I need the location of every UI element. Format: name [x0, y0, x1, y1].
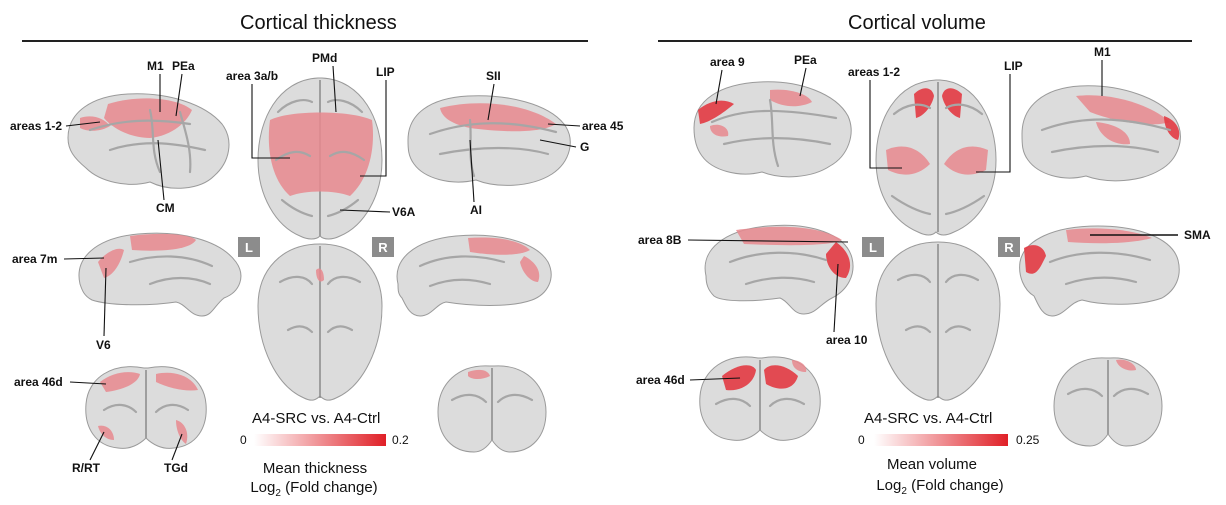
- left-lateral-right-hemisphere: [407, 95, 571, 186]
- highlight-area9: [698, 100, 734, 124]
- left-medial-brain: [78, 232, 242, 317]
- label-area3ab: area 3a/b: [226, 69, 278, 83]
- highlight-area8b: [736, 226, 842, 246]
- label-areas12: areas 1-2: [10, 119, 62, 133]
- left-colorbar-max: 0.2: [392, 433, 409, 447]
- label-right-area46d: area 46d: [636, 373, 685, 387]
- label-v6: V6: [96, 338, 111, 352]
- right-colorbar-min: 0: [858, 433, 865, 447]
- left-frontal-brain: [85, 366, 207, 449]
- highlight-right-m1: [1076, 95, 1170, 125]
- highlight-right-medial-frontal: [1024, 245, 1046, 274]
- right-comparison-label: A4-SRC vs. A4-Ctrl: [864, 410, 992, 427]
- right-legend-line2: Log2 (Fold change): [876, 477, 1003, 497]
- label-right-lip: LIP: [1004, 59, 1023, 73]
- label-right-areas12: areas 1-2: [848, 65, 900, 79]
- label-m1: M1: [147, 59, 164, 73]
- left-title-rule: [22, 40, 588, 42]
- highlight-area10: [826, 242, 851, 278]
- left-panel-title: Cortical thickness: [240, 12, 397, 34]
- right-legend-line1: Mean volume: [887, 456, 977, 473]
- right-medial-right-hemisphere: [1019, 225, 1180, 317]
- left-ventral-brain: [257, 243, 383, 401]
- label-g: G: [580, 140, 589, 154]
- left-side-badge-l-text: L: [245, 240, 253, 255]
- highlight-rrt: [98, 425, 114, 440]
- left-colorbar-min: 0: [240, 433, 247, 447]
- left-comparison-label: A4-SRC vs. A4-Ctrl: [252, 410, 380, 427]
- highlight-m1-pea: [104, 98, 192, 138]
- right-colorbar: [874, 434, 1008, 446]
- highlight-v-pea: [770, 89, 812, 107]
- label-area9: area 9: [710, 55, 745, 69]
- label-rrt: R/RT: [72, 461, 101, 475]
- right-side-badge-l-text: L: [869, 240, 877, 255]
- right-dorsal-brain: [875, 79, 997, 236]
- label-v6a: V6A: [392, 205, 416, 219]
- label-area10: area 10: [826, 333, 868, 347]
- right-panel-title: Cortical volume: [848, 12, 986, 34]
- right-title-rule: [658, 40, 1192, 42]
- highlight-medial-r-top: [468, 237, 530, 255]
- highlight-sma: [1066, 228, 1152, 244]
- label-area46d: area 46d: [14, 375, 63, 389]
- right-medial-brain: [704, 224, 854, 315]
- label-sii: SII: [486, 69, 501, 83]
- label-ai: AI: [470, 203, 482, 217]
- label-pea: PEa: [172, 59, 195, 73]
- right-lateral-right-hemisphere: [1021, 85, 1181, 182]
- right-frontal-brain: [699, 356, 821, 441]
- highlight-dorsal-center: [268, 112, 374, 196]
- right-side-badge-r-text: R: [1004, 240, 1014, 255]
- label-sma: SMA: [1184, 228, 1211, 242]
- right-ventral-brain: [875, 241, 1001, 401]
- label-cm: CM: [156, 201, 175, 215]
- label-area7m: area 7m: [12, 252, 57, 266]
- right-side-badge-l: [862, 237, 884, 257]
- highlight-medial-r-posterior: [520, 256, 540, 282]
- left-side-badge-l: [238, 237, 260, 257]
- right-colorbar-max: 0.25: [1016, 433, 1040, 447]
- right-occipital-brain: [1053, 357, 1163, 447]
- highlight-area46d: [100, 372, 140, 392]
- highlight-tgd: [176, 420, 188, 444]
- label-right-pea: PEa: [794, 53, 817, 67]
- left-legend-line2: Log2 (Fold change): [250, 479, 377, 499]
- label-tgd: TGd: [164, 461, 188, 475]
- left-colorbar: [254, 434, 386, 446]
- label-right-m1: M1: [1094, 45, 1111, 59]
- right-lateral-brain: [693, 81, 852, 178]
- label-area45: area 45: [582, 119, 624, 133]
- label-lip: LIP: [376, 65, 395, 79]
- highlight-medial-top: [130, 233, 196, 251]
- left-dorsal-brain: [257, 77, 383, 240]
- right-side-badge-r: [998, 237, 1020, 257]
- label-area8b: area 8B: [638, 233, 682, 247]
- left-side-badge-r-text: R: [378, 240, 388, 255]
- left-legend-line1: Mean thickness: [263, 460, 367, 477]
- left-lateral-brain: [67, 93, 230, 189]
- label-pmd: PMd: [312, 51, 337, 65]
- left-side-badge-r: [372, 237, 394, 257]
- left-occipital-brain: [437, 365, 547, 453]
- highlight-area7m-v6: [98, 248, 124, 278]
- left-medial-right-hemisphere: [396, 234, 552, 317]
